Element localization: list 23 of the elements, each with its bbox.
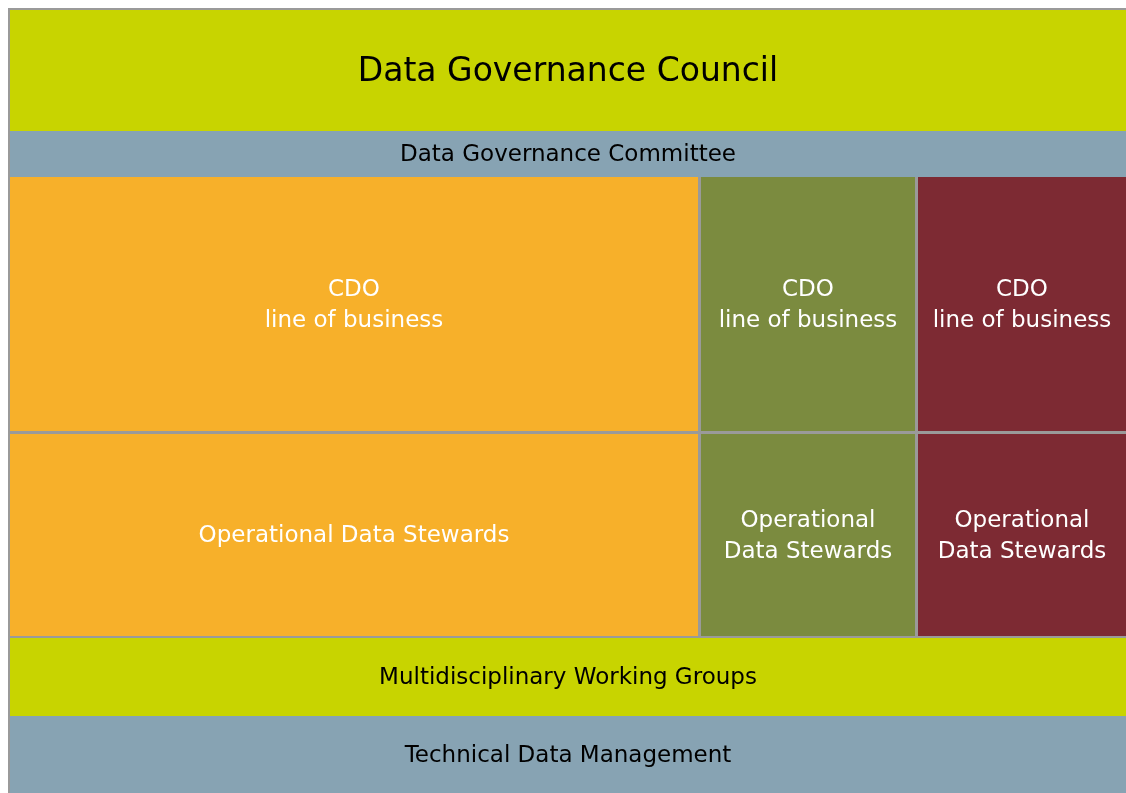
org-band	[10, 638, 1126, 716]
org-band	[701, 177, 915, 431]
org-band	[918, 434, 1126, 636]
org-band	[10, 177, 698, 431]
org-band	[10, 434, 698, 636]
org-band	[10, 716, 1126, 793]
band-label: Operational Data Stewards	[198, 520, 510, 550]
band-label: line of business	[718, 305, 898, 334]
org-band	[10, 10, 1126, 131]
band-label: Technical Data Management	[404, 739, 732, 769]
band-label: CDO	[328, 273, 380, 303]
band-label: Multidisciplinary Working Groups	[379, 662, 757, 692]
band-label: line of business	[932, 305, 1112, 334]
org-band	[918, 177, 1126, 431]
band-label: Operational Data Stewards	[936, 504, 1108, 565]
band-label: CDO	[996, 273, 1048, 303]
band-label: Operational Data Stewards	[722, 504, 894, 565]
band-label: Data Governance Council	[357, 49, 779, 92]
band-label: CDO	[782, 273, 834, 303]
band-label: Data Governance Committee	[400, 139, 736, 169]
org-band	[10, 131, 1126, 177]
band-label: line of business	[264, 305, 444, 334]
org-band	[701, 434, 915, 636]
